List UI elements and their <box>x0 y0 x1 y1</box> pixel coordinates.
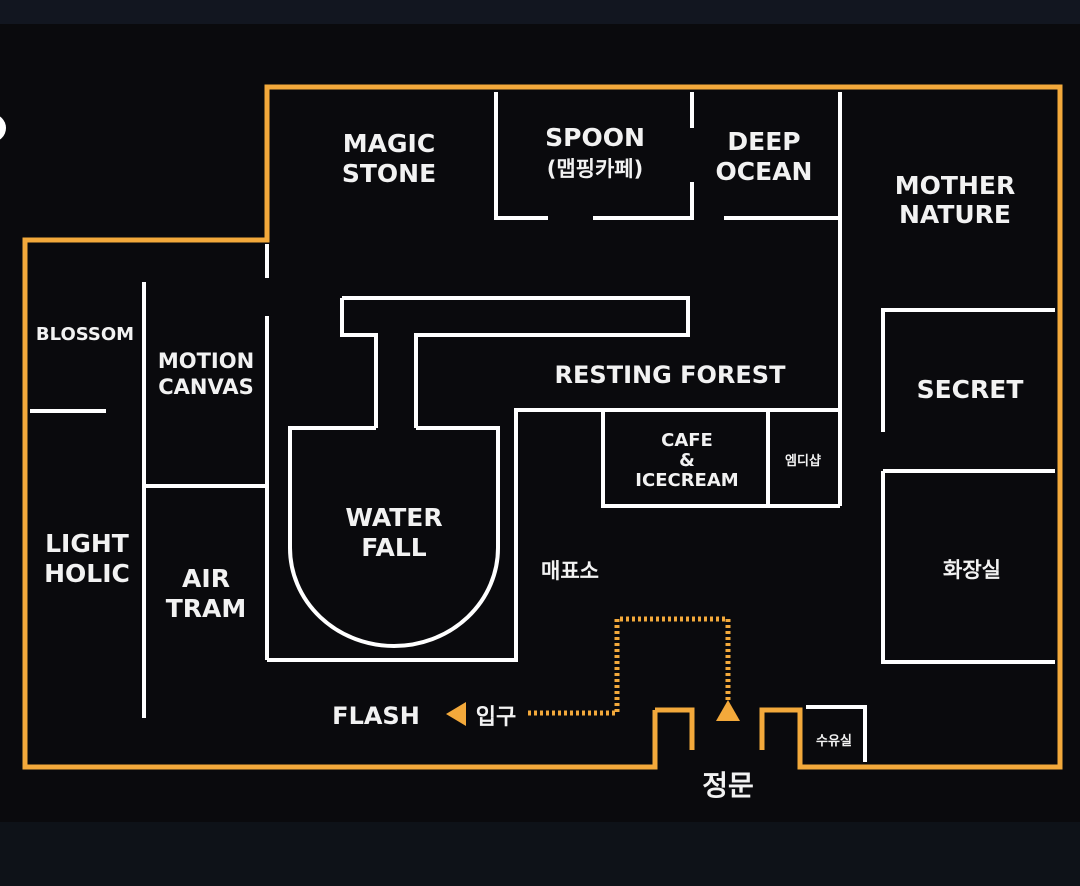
room-mother-nature-line2: NATURE <box>899 200 1011 229</box>
room-blossom: BLOSSOM <box>36 324 134 345</box>
edge-circle <box>0 116 6 140</box>
room-deep-ocean-line1: DEEP <box>727 127 800 156</box>
room-water-fall-line2: FALL <box>361 533 426 562</box>
entrance-label: 입구 <box>476 705 516 730</box>
room-spoon-line2: (맵핑카페) <box>547 157 643 181</box>
room-magic-stone-line1: MAGIC <box>343 129 435 158</box>
room-cafe-line3: ICECREAM <box>635 470 738 491</box>
room-spoon-line1: SPOON <box>545 123 645 152</box>
inner-walls <box>30 92 1055 762</box>
ticket-office: 매표소 <box>541 559 599 583</box>
arrow-up-icon <box>716 700 740 721</box>
room-secret: SECRET <box>917 375 1024 404</box>
nursing-room: 수유실 <box>816 733 852 749</box>
top-band <box>0 0 1080 24</box>
bottom-band <box>0 822 1080 886</box>
room-motion-canvas-line2: CANVAS <box>158 375 253 399</box>
room-cafe-line1: CAFE <box>661 430 713 451</box>
room-resting-forest: RESTING FOREST <box>555 361 787 389</box>
room-cafe-line2: & <box>679 450 695 471</box>
room-deep-ocean-line2: OCEAN <box>716 157 813 186</box>
room-mother-nature-line1: MOTHER <box>895 171 1015 200</box>
room-air-tram-line1: AIR <box>182 564 230 593</box>
room-air-tram-line2: TRAM <box>166 594 247 623</box>
restroom: 화장실 <box>943 558 1001 582</box>
outer-wall <box>22 84 1063 770</box>
route-path <box>528 616 731 716</box>
gate-post-left <box>655 707 695 750</box>
main-gate-label: 정문 <box>702 769 754 802</box>
room-light-holic-line2: HOLIC <box>44 559 130 588</box>
room-magic-stone-line2: STONE <box>342 159 436 188</box>
flash-label: FLASH <box>332 702 420 730</box>
room-goods-shop: 엠디샵 <box>785 453 821 469</box>
arrow-left-icon <box>446 702 466 726</box>
room-motion-canvas-line1: MOTION <box>158 349 254 373</box>
room-light-holic-line1: LIGHT <box>45 529 129 558</box>
room-water-fall-line1: WATER <box>345 503 442 532</box>
